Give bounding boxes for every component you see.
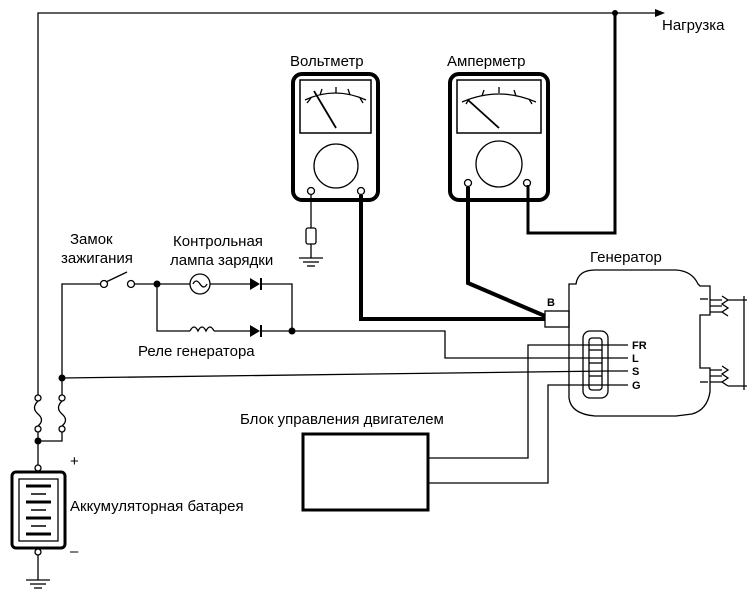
s-junction-dot [58, 374, 66, 382]
generator [544, 269, 747, 417]
ignition-label-1: Замок [70, 231, 113, 248]
battery-label: Аккумуляторная батарея [70, 498, 244, 515]
terminal-fr-label: FR [632, 340, 647, 352]
lamp-label-2: лампа зарядки [170, 252, 273, 269]
load-wire [37, 9, 665, 395]
fuse-right [38, 394, 67, 442]
fuse-left [33, 394, 43, 441]
battery [10, 441, 67, 589]
terminal-s-label: S [632, 366, 639, 378]
ecu-label: Блок управления двигателем [240, 411, 444, 428]
ammeter-label: Амперметр [447, 53, 526, 70]
l-wire [292, 330, 608, 359]
battery-plus-label: + [70, 453, 79, 470]
voltmeter-label: Вольтметр [290, 53, 364, 70]
fr-wire [428, 344, 608, 459]
relay-coil [156, 284, 296, 337]
terminal-g-label: G [632, 380, 641, 392]
generator-label: Генератор [590, 249, 662, 266]
ammeter [448, 72, 550, 202]
charge-lamp [157, 273, 293, 331]
relay-label: Реле генератора [138, 343, 255, 360]
voltmeter-ground [299, 195, 323, 267]
voltmeter [291, 72, 380, 202]
voltmeter-b-wire [359, 195, 545, 321]
battery-minus-label: – [70, 543, 79, 560]
terminal-b-label: B [547, 297, 555, 309]
terminal-l-label: L [632, 353, 639, 365]
s-wire [61, 370, 609, 379]
ecu-box [301, 432, 430, 512]
load-label: Нагрузка [662, 17, 725, 34]
lamp-label-1: Контрольная [173, 233, 263, 250]
ignition-label-2: зажигания [61, 250, 133, 267]
g-wire [428, 384, 608, 484]
ammeter-b-wire [466, 187, 546, 318]
